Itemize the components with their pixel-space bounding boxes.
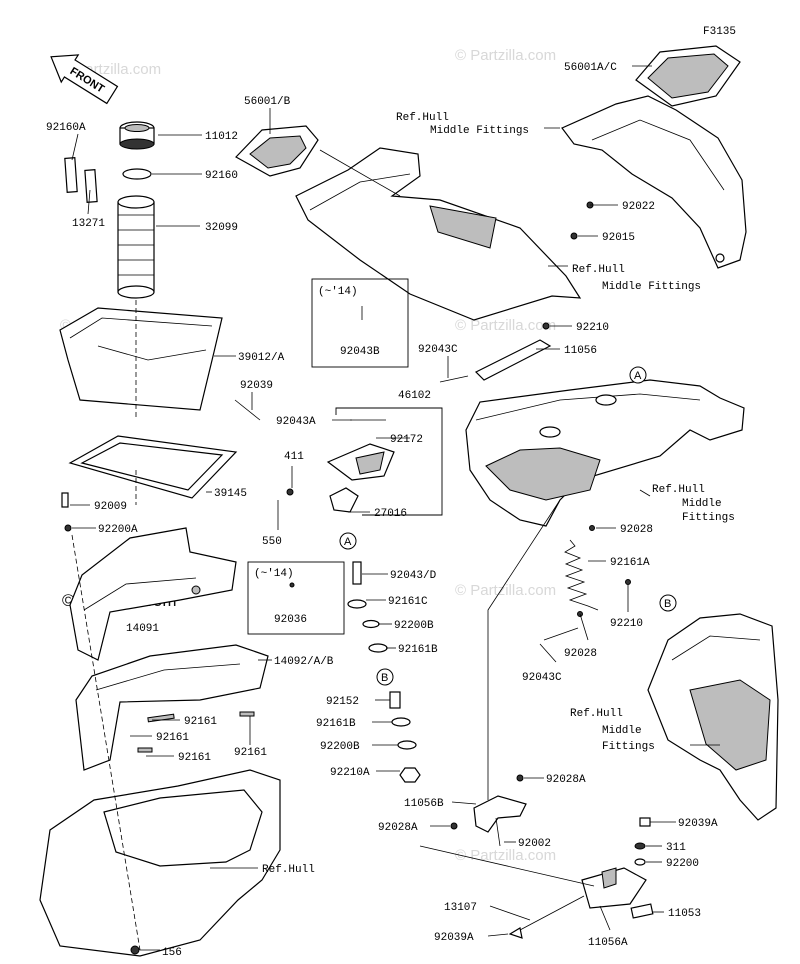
label-92161: 92161 (178, 752, 211, 764)
label-11056A: 11056A (588, 937, 628, 949)
label-92039: 92039 (240, 380, 273, 392)
alignment-line (71, 300, 141, 951)
label-92172: 92172 (390, 434, 423, 446)
label-92161: 92161 (234, 747, 267, 759)
upper-hull-parts (235, 45, 747, 321)
label-ref-hull: Ref.Hull (262, 864, 315, 876)
label-14092: 14092/A/B (274, 656, 334, 668)
inset-1-era: (~'14) (318, 286, 358, 298)
centre-stack (347, 561, 421, 783)
label-39012: 39012/A (238, 352, 285, 364)
label-92022: 92022 (622, 201, 655, 213)
inset-box-1 (311, 278, 409, 368)
label-92002: 92002 (518, 838, 551, 850)
label-92200A: 92200A (98, 524, 138, 536)
label-92009: 92009 (94, 501, 127, 513)
label-13107: 13107 (444, 902, 477, 914)
label-92161: 92161 (184, 716, 217, 728)
label-92152: 92152 (326, 696, 359, 708)
part-labels: 92160A 11012 92160 13271 32099 39012/A 9… (46, 62, 735, 959)
rear-hull-fitting (647, 613, 779, 821)
label-92161B: 92161B (316, 718, 356, 730)
label-92161: 92161 (156, 732, 189, 744)
label-92028A: 92028A (378, 822, 418, 834)
leader-lines (70, 65, 720, 951)
inset-2-part: 92036 (274, 614, 307, 626)
label-92160A: 92160A (46, 122, 86, 134)
inset-1-part: 92043B (340, 346, 380, 358)
label-92043D: 92043/D (390, 570, 437, 582)
inset-box-2 (247, 561, 345, 635)
storage-bin-assembly (439, 322, 745, 527)
label-411: 411 (284, 451, 304, 463)
callout-B-right: B (659, 594, 677, 612)
label-311: 311 (666, 842, 686, 854)
label-92043C: 92043C (522, 672, 562, 684)
label-14091: 14091 (126, 623, 159, 635)
label-56001B: 56001/B (244, 96, 291, 108)
inset-2-era: (~'14) (254, 568, 294, 580)
left-column-parts (39, 121, 281, 957)
label-56001AC: 56001A/C (564, 62, 617, 74)
label-ref-hull-mid-1: Ref.Hull (396, 112, 449, 124)
label-ref-hull-mid-4c: Fittings (602, 741, 655, 753)
lower-hardware (450, 774, 654, 939)
watermark: © Partzilla.com (455, 317, 556, 334)
callout-B-label: B (381, 672, 388, 684)
label-550: 550 (262, 536, 282, 548)
label-92028: 92028 (620, 524, 653, 536)
watermark: © Partzilla.com (455, 582, 556, 599)
figure-id: F3135 (703, 26, 736, 38)
label-11012: 11012 (205, 131, 238, 143)
callout-A-mid: A (339, 532, 357, 550)
label-92210: 92210 (576, 322, 609, 334)
watermark: © Partzilla.com (455, 47, 556, 64)
label-ref-hull-mid-1b: Middle Fittings (430, 125, 529, 137)
label-13271: 13271 (72, 218, 105, 230)
label-46102: 46102 (398, 390, 431, 402)
label-11053: 11053 (668, 908, 701, 920)
label-ref-hull-mid-2: Ref.Hull (572, 264, 625, 276)
callout-A-top: A (629, 366, 647, 384)
label-39145: 39145 (214, 488, 247, 500)
label-92210: 92210 (610, 618, 643, 630)
label-92039A: 92039A (434, 932, 474, 944)
label-92161B: 92161B (398, 644, 438, 656)
assembly-box-46102 (335, 407, 443, 516)
label-11056: 11056 (564, 345, 597, 357)
label-92043C: 92043C (418, 344, 458, 356)
label-32099: 32099 (205, 222, 238, 234)
label-27016: 27016 (374, 508, 407, 520)
label-ref-hull-mid-2b: Middle Fittings (602, 281, 701, 293)
label-92200B: 92200B (320, 741, 360, 753)
label-11056B: 11056B (404, 798, 444, 810)
label-92028: 92028 (564, 648, 597, 660)
label-92028A: 92028A (546, 774, 586, 786)
label-156: 156 (162, 947, 182, 959)
label-ref-hull-mid-3: Ref.Hull (652, 484, 705, 496)
label-ref-hull-mid-3c: Fittings (682, 512, 735, 524)
label-92161A: 92161A (610, 557, 650, 569)
label-92210A: 92210A (330, 767, 370, 779)
label-ref-hull-mid-3b: Middle (682, 498, 722, 510)
callout-A-label: A (634, 370, 642, 382)
callout-B-mid: B (376, 668, 394, 686)
label-ref-hull-mid-4: Ref.Hull (570, 708, 623, 720)
label-92200: 92200 (666, 858, 699, 870)
label-92160: 92160 (205, 170, 238, 182)
label-92200B: 92200B (394, 620, 434, 632)
callout-B-label: B (664, 598, 671, 610)
label-92015: 92015 (602, 232, 635, 244)
label-92161C: 92161C (388, 596, 428, 608)
label-92039A: 92039A (678, 818, 718, 830)
latch-parts (286, 419, 395, 513)
label-92043A: 92043A (276, 416, 316, 428)
label-ref-hull-mid-4b: Middle (602, 725, 642, 737)
callout-A-label: A (344, 536, 352, 548)
